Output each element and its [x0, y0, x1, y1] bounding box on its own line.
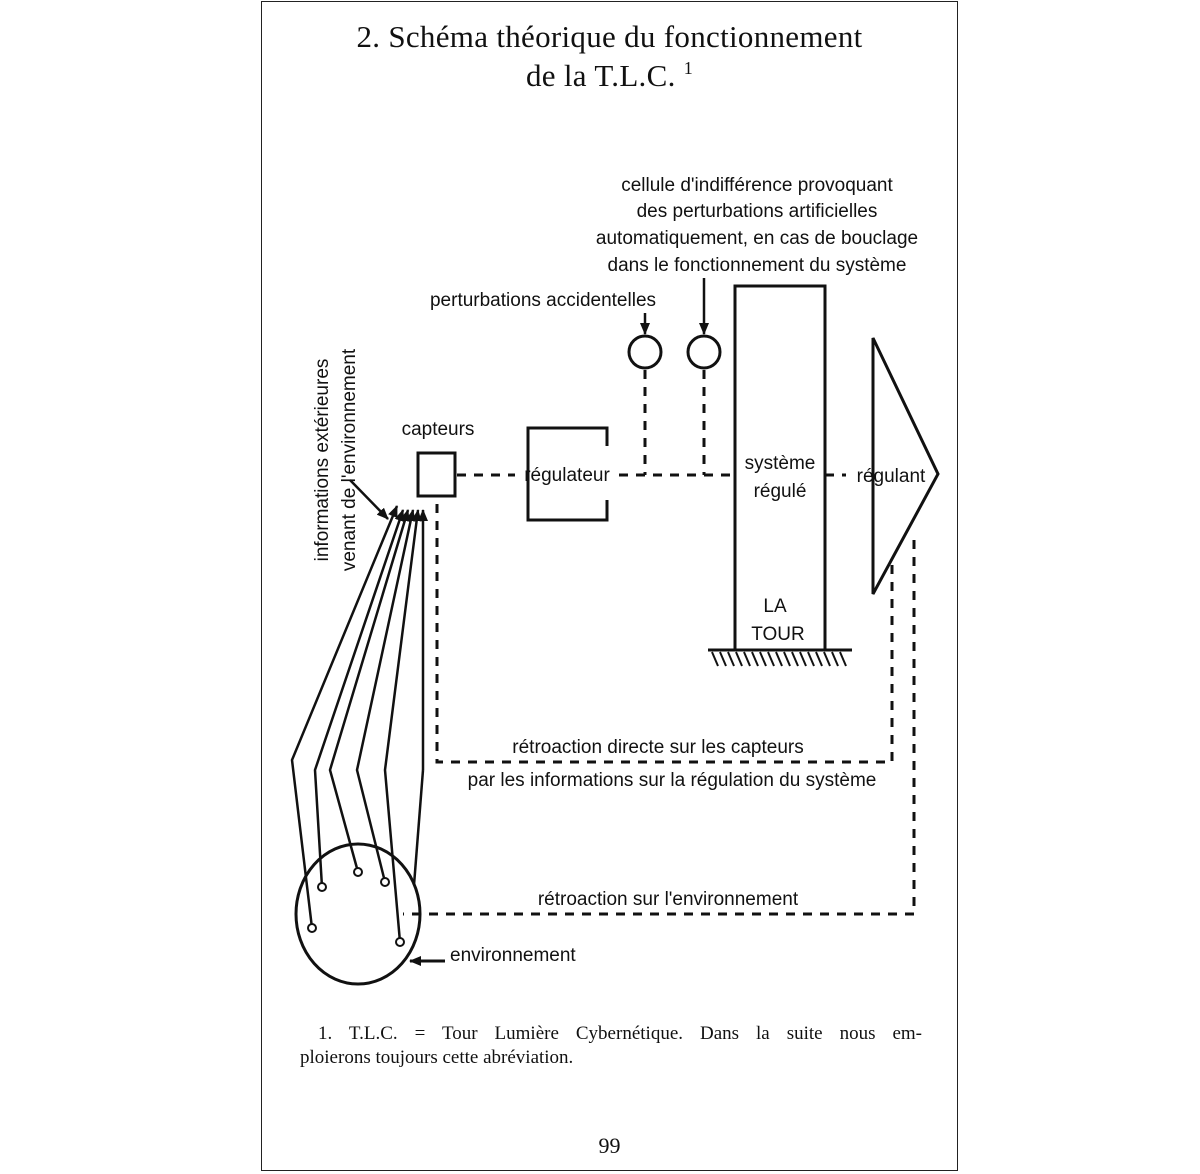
retroaction-environnement-label: rétroaction sur l'environnement [538, 889, 799, 910]
retroaction-environnement-loop [403, 540, 916, 916]
footnote: 1. T.L.C. = Tour Lumière Cybernétique. D… [300, 1023, 922, 1068]
page-number: 99 [598, 1133, 621, 1158]
svg-text:système: système [745, 453, 816, 474]
regulateur-label: régulateur [524, 465, 610, 486]
regulateur-box [526, 426, 609, 522]
informations-label: informations extérieures venant de l'env… [312, 348, 360, 571]
systeme-regule-label: système régulé [745, 453, 816, 502]
capteurs-label: capteurs [402, 419, 475, 440]
svg-text:cellule d'indifférence provoqu: cellule d'indifférence provoquant [621, 175, 893, 196]
capteurs-box [416, 451, 457, 498]
svg-text:par les informations sur la ré: par les informations sur la régulation d… [468, 770, 877, 791]
svg-text:informations extérieures: informations extérieures [312, 359, 333, 562]
regulant-label: régulant [857, 466, 926, 487]
svg-text:régulé: régulé [754, 481, 807, 502]
environment-dots [307, 867, 405, 947]
perturbations-label: perturbations accidentelles [430, 290, 656, 311]
ground-hatching [708, 648, 852, 667]
information-arrows [290, 505, 428, 943]
perturbation-circle-artificial [686, 334, 722, 370]
environnement-label: environnement [450, 945, 576, 966]
svg-text:rétroaction directe sur les ca: rétroaction directe sur les capteurs [512, 737, 803, 758]
la-tour-label: LA TOUR [751, 596, 804, 645]
svg-text:des perturbations artificielle: des perturbations artificielles [637, 201, 878, 222]
environnement-ellipse [294, 842, 422, 986]
footnote-ref: 1 [683, 58, 694, 78]
informations-arrow [349, 479, 389, 520]
cellule-indifference-label: cellule d'indifférence provoquant des pe… [596, 175, 918, 276]
svg-text:dans le fonctionnement du syst: dans le fonctionnement du système [608, 255, 907, 276]
dashed-signal-chain [457, 370, 846, 477]
svg-text:LA: LA [763, 596, 787, 617]
svg-text:TOUR: TOUR [751, 624, 804, 645]
svg-text:automatiquement, en cas de bou: automatiquement, en cas de bouclage [596, 228, 918, 249]
perturbation-circle-accidental [627, 334, 663, 370]
retroaction-directe-label: rétroaction directe sur les capteurs par… [468, 737, 877, 791]
diagram-title-line-1: 2. Schéma théorique du fonctionnement [356, 19, 863, 54]
regulant-triangle [871, 337, 940, 595]
svg-text:venant de l'environnement: venant de l'environnement [339, 348, 360, 571]
diagram-title-line-2: de la T.L.C. 1 [525, 58, 694, 93]
